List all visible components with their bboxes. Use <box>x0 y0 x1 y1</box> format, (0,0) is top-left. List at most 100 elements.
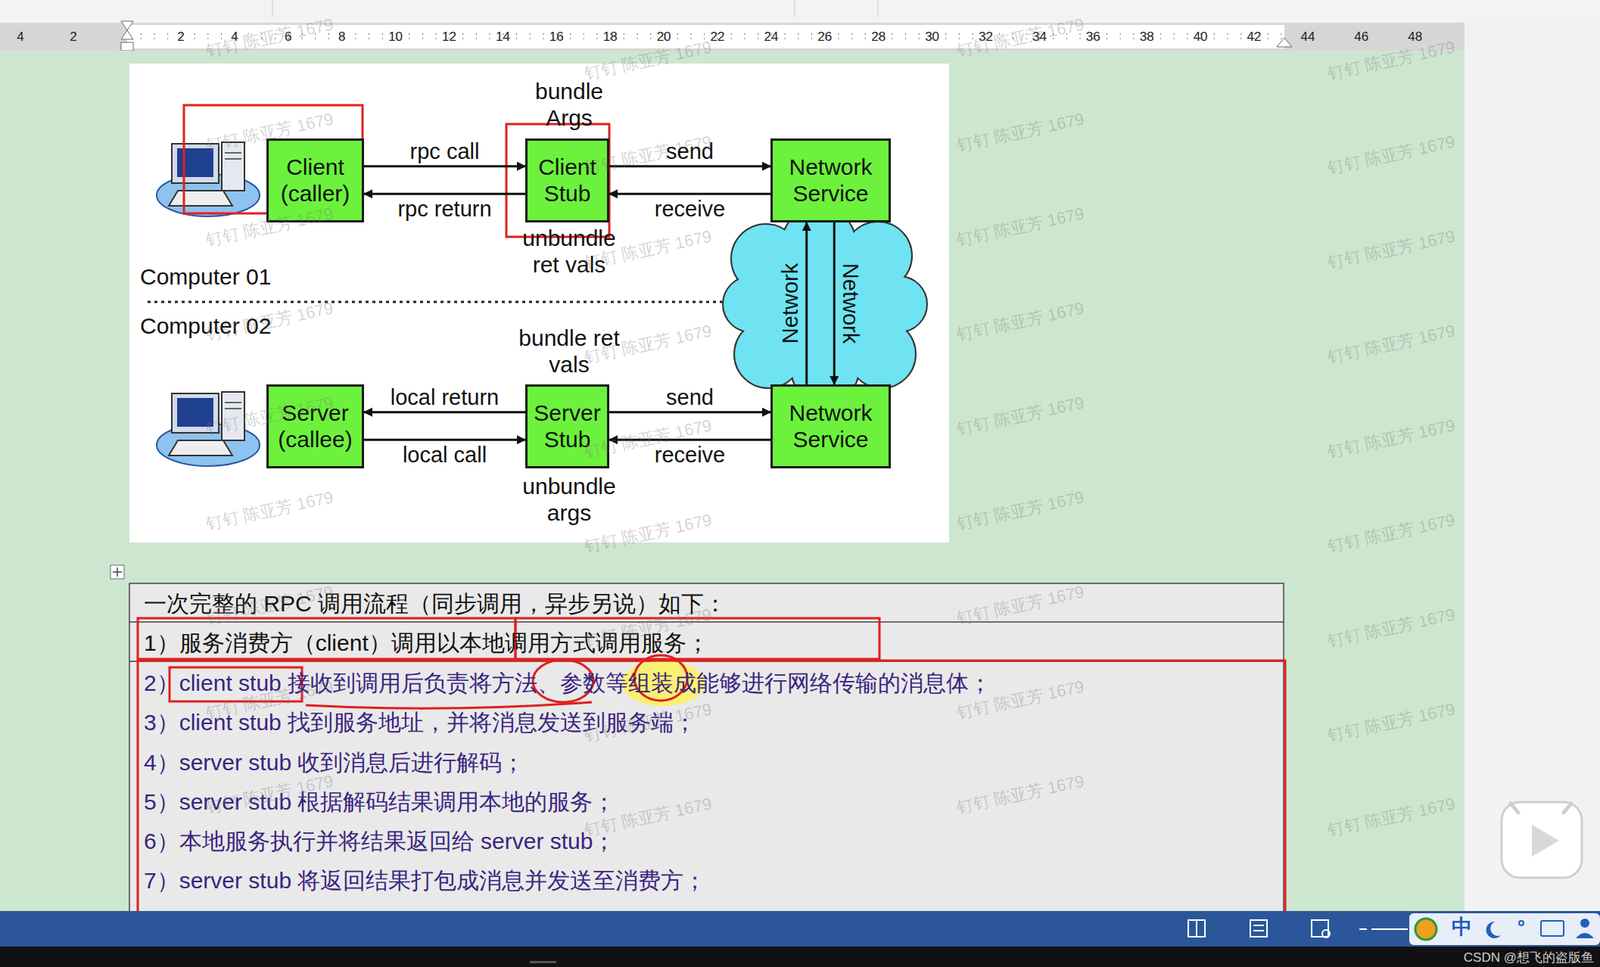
watermark: 钉钉 陈亚芳 1679 <box>955 298 1087 345</box>
ime-logo <box>1415 918 1437 941</box>
ruler-ticks <box>127 33 1285 40</box>
zoom-slider <box>1371 928 1408 931</box>
flow-note: bundle ret vals <box>516 325 623 378</box>
edge-label: Network <box>837 263 864 344</box>
node-text: Server Stub <box>530 400 604 453</box>
node-text: Client (caller) <box>271 154 359 207</box>
watermark: 钉钉 陈亚芳 1679 <box>1326 226 1457 273</box>
ruler-number: 22 <box>702 29 733 45</box>
play-triangle <box>1531 824 1560 857</box>
ime-mode: 中 <box>1451 915 1473 940</box>
watermark: 钉钉 陈亚芳 1679 <box>955 771 1087 818</box>
watermark: 钉钉 陈亚芳 1679 <box>955 108 1087 156</box>
ruler-number: 2 <box>165 29 197 45</box>
indent-marker <box>1276 37 1292 47</box>
ruler-number: 30 <box>917 29 948 45</box>
ruler-number: 28 <box>863 29 894 45</box>
ime-tray <box>1409 913 1600 946</box>
menu-strip <box>0 0 1600 23</box>
ruler-number: 44 <box>1292 29 1323 45</box>
ruler-number: 6 <box>273 29 304 45</box>
ruler-number: 4 <box>219 29 250 45</box>
computer-label: Computer 01 <box>140 264 271 291</box>
diagram-image <box>129 63 950 543</box>
ruler-number: 18 <box>594 29 626 45</box>
computer-icon <box>156 392 260 467</box>
ruler-number: 20 <box>648 29 679 45</box>
source-watermark: CSDN @想飞的盗版鱼 <box>1463 950 1594 966</box>
edge-label: rpc call <box>410 138 480 165</box>
play-ears <box>1510 803 1572 813</box>
edge-label: send <box>666 384 714 411</box>
menu-divider <box>877 0 879 17</box>
watermark: 钉钉 陈亚芳 1679 <box>1326 415 1457 462</box>
ruler-number: 14 <box>487 29 518 45</box>
step-text: 6）本地服务执行并将结果返回给 server stub； <box>143 826 616 857</box>
network-cloud <box>723 207 927 403</box>
ruler-number: 2 <box>58 29 89 45</box>
watermark: 钉钉 陈亚芳 1679 <box>582 37 714 84</box>
step-text: 1）服务消费方（client）调用以本地调用方式调用服务； <box>143 628 710 659</box>
ruler-number: 4 <box>5 29 36 45</box>
ruler-number: 10 <box>380 29 411 45</box>
connector-arrow <box>609 192 771 196</box>
process-box: Network Service <box>770 138 891 223</box>
connector-arrow <box>609 410 771 414</box>
computer-icon <box>156 142 260 217</box>
watermark: 钉钉 陈亚芳 1679 <box>955 203 1087 250</box>
connector-arrow <box>609 438 771 442</box>
connector-arrow <box>364 410 526 414</box>
connector-arrow <box>364 438 526 442</box>
step-text: 5）server stub 根据解码结果调用本地的服务； <box>143 787 616 818</box>
watermark: 钉钉 陈亚芳 1679 <box>1326 793 1457 841</box>
process-box: Server Stub <box>525 384 610 469</box>
ruler-number: 34 <box>1024 29 1055 45</box>
edge-label: send <box>666 138 714 165</box>
edge-label: local return <box>390 384 499 411</box>
watermark: 钉钉 陈亚芳 1679 <box>1326 699 1457 746</box>
flow-note: unbundle args <box>516 473 623 527</box>
edge-label: receive <box>654 196 726 222</box>
watermark: 钉钉 陈亚芳 1679 <box>582 510 714 557</box>
flow-note: bundle Args <box>516 78 623 131</box>
menu-divider <box>272 0 274 17</box>
ruler-white <box>127 24 1285 49</box>
computer-label: Computer 02 <box>140 313 271 340</box>
step-text: 7）server stub 将返回结果打包成消息并发送至消费方； <box>143 865 707 897</box>
ruler-number: 16 <box>541 29 572 45</box>
step-text: 3）client stub 找到服务地址，并将消息发送到服务端； <box>143 707 697 738</box>
table-heading: 一次完整的 RPC 调用流程（同步调用，异步另说）如下： <box>143 588 727 620</box>
process-box: Client (caller) <box>266 138 365 223</box>
process-box: Network Service <box>770 384 891 469</box>
ruler-number: 12 <box>434 29 465 45</box>
edge-label: rpc return <box>397 196 492 222</box>
process-box: Client Stub <box>525 138 610 223</box>
table-rule <box>129 621 1284 623</box>
watermark: 钉钉 陈亚芳 1679 <box>955 582 1087 629</box>
indent-marker <box>121 21 134 40</box>
watermark: 钉钉 陈亚芳 1679 <box>204 14 336 61</box>
red-annotations <box>137 105 1286 922</box>
watermark: 钉钉 陈亚芳 1679 <box>1326 131 1457 178</box>
node-text: Network Service <box>775 154 886 207</box>
ruler-number: 38 <box>1131 29 1162 45</box>
keyboard-icon <box>1540 921 1564 937</box>
user-icon <box>1575 933 1594 939</box>
view-icons <box>1188 920 1330 938</box>
connector-arrow <box>364 164 526 168</box>
watermark: 钉钉 陈亚芳 1679 <box>204 487 336 534</box>
menu-divider <box>794 0 796 17</box>
dot-icon <box>1519 921 1524 926</box>
step-text: 2）client stub 接收到调用后负责将方法、参数等组装成能够进行网络传输… <box>143 668 992 699</box>
zoom-minus <box>1359 928 1367 931</box>
status-bar <box>0 911 1600 947</box>
connector-arrow <box>805 222 808 385</box>
ruler-number: 40 <box>1185 29 1216 45</box>
connector-arrow <box>833 222 836 385</box>
node-text: Server (callee) <box>271 400 359 453</box>
indent-marker <box>121 42 134 51</box>
edge-label: receive <box>654 442 726 468</box>
moon-icon <box>1486 921 1501 939</box>
watermark: 钉钉 陈亚芳 1679 <box>955 14 1087 61</box>
